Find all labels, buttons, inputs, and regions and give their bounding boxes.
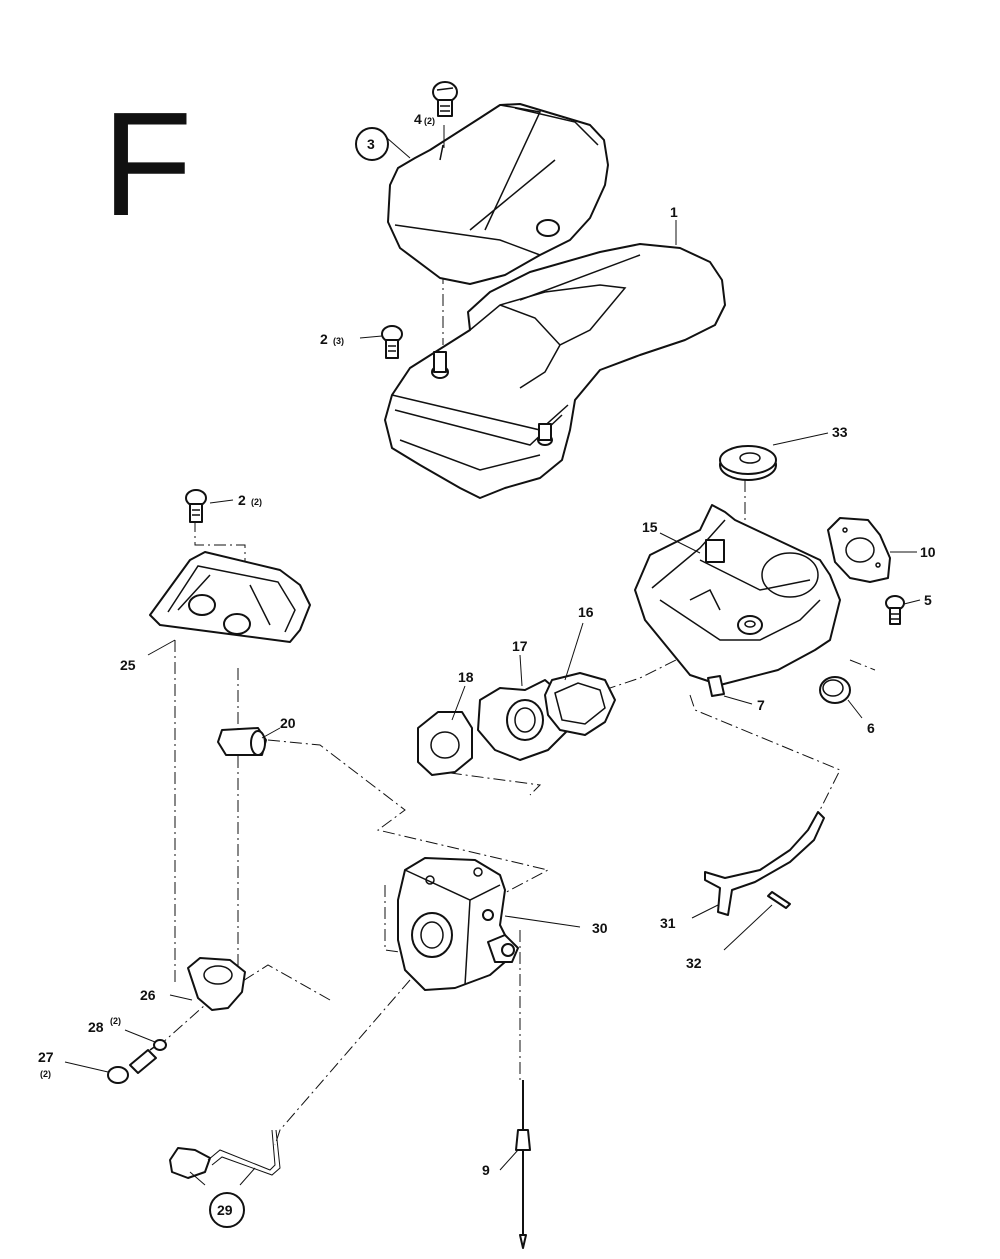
callout-10: 10 [920, 544, 936, 560]
clip-part-7[interactable] [707, 675, 725, 697]
callout-28: 28 [88, 1019, 104, 1035]
callout-3: 3 [367, 136, 375, 152]
screw-part-2-upper[interactable] [381, 325, 403, 359]
callout-28-qty: (2) [110, 1016, 121, 1026]
callout-4: 4 [414, 111, 422, 127]
callout-9: 9 [482, 1162, 490, 1178]
washer-part-28[interactable] [153, 1039, 167, 1051]
bolt-part-27[interactable] [107, 1042, 161, 1084]
callout-17: 17 [512, 638, 528, 654]
cable-part-9[interactable] [515, 1080, 531, 1249]
air-filter-part-25[interactable] [149, 551, 311, 643]
callout-6: 6 [867, 720, 875, 736]
plug-part-6[interactable] [819, 676, 851, 704]
callout-15: 15 [642, 519, 658, 535]
flange-part-26[interactable] [187, 957, 246, 1011]
callout-2-upper: 2 [320, 331, 328, 347]
callout-32: 32 [686, 955, 702, 971]
tube-part-20[interactable] [217, 727, 267, 756]
callout-labels: 1 2 (3) 2 (2) 3 4 (2) 5 6 7 9 10 15 16 1… [38, 111, 936, 1218]
callout-1: 1 [670, 204, 678, 220]
callout-31: 31 [660, 915, 676, 931]
carburetor-housing-part-15[interactable] [634, 504, 841, 686]
callout-7: 7 [757, 697, 765, 713]
gasket-part-18[interactable] [417, 711, 473, 776]
pin-part-32[interactable] [767, 891, 791, 909]
callout-25: 25 [120, 657, 136, 673]
section-letter: F [102, 82, 192, 247]
choke-rod-part-29[interactable] [169, 1129, 281, 1179]
lever-part-31[interactable] [704, 811, 825, 916]
screw-part-4[interactable] [432, 81, 458, 117]
callout-2-upper-qty: (3) [333, 336, 344, 346]
screw-part-5[interactable] [885, 595, 905, 625]
callout-27-qty: (2) [40, 1069, 51, 1079]
callout-18: 18 [458, 669, 474, 685]
screw-part-2-lower[interactable] [185, 489, 207, 523]
callout-circle-3 [355, 127, 389, 161]
callout-2-lower-qty: (2) [251, 497, 262, 507]
callout-2-lower: 2 [238, 492, 246, 508]
callout-20: 20 [280, 715, 296, 731]
cylinder-cover-part-1[interactable] [384, 243, 726, 499]
carburetor-part-30[interactable] [397, 857, 519, 991]
top-cover-part-3[interactable] [387, 103, 609, 285]
gasket-part-10[interactable] [827, 517, 891, 583]
gasket-part-16[interactable] [544, 672, 616, 736]
callout-30: 30 [592, 920, 608, 936]
grommet-part-33[interactable] [719, 445, 777, 481]
callout-27: 27 [38, 1049, 54, 1065]
callout-4-qty: (2) [424, 116, 435, 126]
callout-33: 33 [832, 424, 848, 440]
callout-circle-29 [209, 1192, 245, 1228]
callout-29: 29 [217, 1202, 233, 1218]
callout-5: 5 [924, 592, 932, 608]
callout-16: 16 [578, 604, 594, 620]
callout-26: 26 [140, 987, 156, 1003]
leader-lines [64, 125, 921, 1186]
